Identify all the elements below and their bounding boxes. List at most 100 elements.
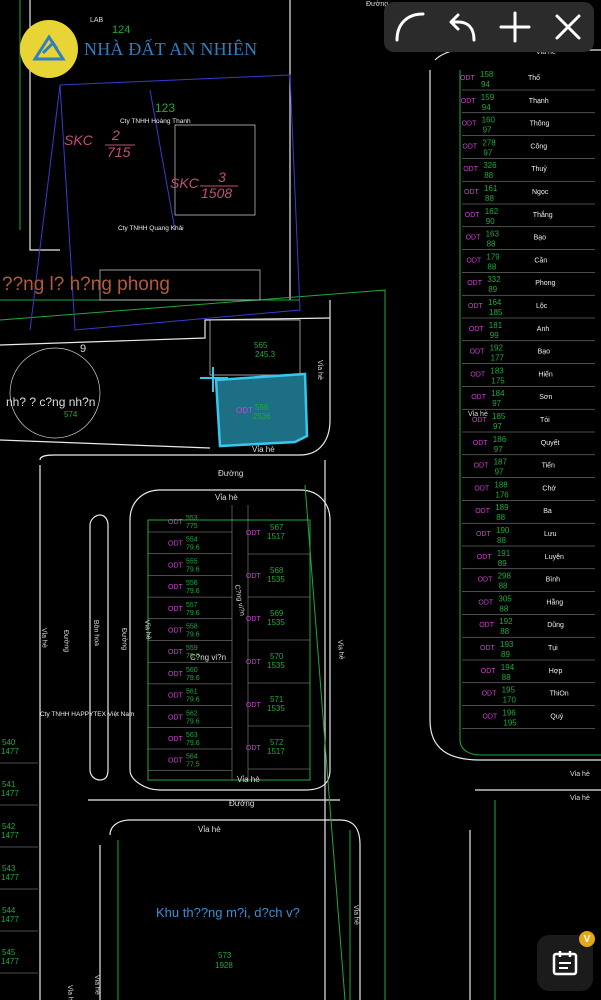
right-lot-num: 305 [498, 594, 512, 603]
right-lot-type: ODT [469, 326, 485, 333]
right-lot-type: ODT [474, 485, 490, 492]
center-left-lot-num: 558 [186, 624, 198, 631]
center-left-lot-type: ODT [168, 628, 184, 635]
center-right-lot-num: 569 [270, 609, 284, 618]
right-lot-num: 326 [483, 161, 497, 170]
right-lot-owner: Bạo [538, 349, 551, 356]
add-button[interactable] [495, 7, 535, 47]
center-right-lot-labels: ODT5671517ODT5681535ODT5691535ODT5701535… [246, 523, 285, 756]
center-left-lot-num: 554 [186, 537, 198, 544]
label-lot-565: 565 [254, 341, 268, 350]
right-lot-owner: Chớ [542, 485, 556, 492]
right-lot-owner: Tỏi [540, 416, 550, 424]
label-via-he-5: Vỉa hè [570, 770, 590, 778]
center-left-lot-type: ODT [168, 693, 184, 700]
label-company-hoang-thanh: Cty TNHH Hoàng Thanh [120, 118, 191, 125]
left-lot-num: 543 [2, 864, 16, 873]
close-button[interactable] [548, 7, 588, 47]
center-right-lot-type: ODT [246, 745, 262, 752]
right-lot-area: 175 [491, 376, 505, 385]
label-company-quang-khai: Cty TNHH Quang Khải [118, 225, 184, 232]
brand-name: NHÀ ĐẤT AN NHIÊN [84, 38, 258, 59]
label-skc-left-num: 2 [111, 127, 120, 143]
right-lot-area: 176 [495, 490, 509, 499]
label-vertical-via-he-5: Vỉa hè [352, 905, 361, 925]
center-left-lot-type: ODT [168, 758, 184, 765]
right-lot-num: 186 [493, 435, 507, 444]
right-lot-num: 158 [480, 70, 494, 79]
highlighted-parcel-566[interactable] [214, 372, 309, 448]
right-lot-owner: Thạnh [529, 98, 549, 105]
right-lot-owner: Cần [534, 255, 547, 264]
label-lot-566-area: 2536 [253, 412, 271, 421]
label-zone-num: 574 [64, 410, 78, 419]
curve-tool-icon [395, 12, 425, 42]
right-lot-num: 188 [494, 480, 508, 489]
center-left-lot-type: ODT [168, 671, 184, 678]
center-right-lot-type: ODT [246, 616, 262, 623]
right-lot-area: 185 [489, 308, 503, 317]
right-lot-area: 89 [498, 559, 507, 568]
right-lot-num: 194 [501, 663, 515, 672]
label-company-happytex: Cty TNHH HAPPYTEX Việt Nam [40, 711, 134, 718]
right-lot-area: 88 [500, 627, 509, 636]
center-left-lot-labels: ODT553775ODT55479.6ODT55579.6ODT55679.6O… [168, 515, 200, 769]
right-lot-area: 88 [499, 604, 508, 613]
left-lot-area: 1477 [1, 831, 19, 840]
right-lot-type: ODT [473, 440, 489, 447]
right-lot-area: 97 [483, 148, 492, 157]
left-lot-area: 1477 [1, 873, 19, 882]
center-left-lot-area: 79.6 [186, 610, 200, 617]
right-lot-area: 88 [487, 262, 496, 271]
right-lot-area: 90 [486, 217, 495, 226]
brand-logo: NHÀ ĐẤT AN NHIÊN [20, 20, 257, 78]
right-lot-owner: Hằng [546, 597, 563, 606]
right-lot-num: 190 [496, 526, 510, 535]
right-lot-owner: Thố [528, 73, 540, 82]
left-lot-num: 545 [2, 948, 16, 957]
left-lot-area: 1477 [1, 915, 19, 924]
right-lot-type: ODT [468, 303, 484, 310]
label-skc-right-num: 3 [218, 169, 226, 185]
undo-button[interactable] [443, 7, 483, 47]
center-left-lot-num: 563 [186, 732, 198, 739]
notes-fab-button[interactable]: V [537, 931, 595, 991]
center-right-lot-num: 572 [270, 738, 284, 747]
center-left-lot-type: ODT [168, 584, 184, 591]
right-lot-area: 88 [502, 673, 511, 682]
right-lot-num: 161 [484, 184, 498, 193]
right-lot-type: ODT [461, 98, 477, 105]
center-right-lot-area: 1535 [267, 618, 285, 627]
label-skc-left: SKC [64, 132, 94, 148]
fab-badge: V [579, 931, 595, 947]
right-lot-num: 179 [486, 252, 500, 261]
label-duong-2: Đường [229, 799, 254, 808]
curve-tool-button[interactable] [390, 7, 430, 47]
label-commercial-num: 573 [218, 951, 232, 960]
center-right-lot-num: 567 [270, 523, 284, 532]
center-left-lot-num: 561 [186, 689, 198, 696]
label-skc-right: SKC [170, 175, 200, 191]
plus-icon [499, 11, 531, 43]
right-lot-owner: Công [530, 143, 547, 150]
label-vertical-via-he-4: Vỉa hè [40, 628, 49, 648]
label-via-he-3: Vỉa hè [237, 775, 260, 784]
lot-outlines-top [9, 124, 301, 439]
right-lot-num: 185 [492, 412, 506, 421]
label-top-road: Đường [366, 1, 388, 8]
right-lot-owner: Lộc [536, 303, 548, 310]
center-left-lot-type: ODT [168, 606, 184, 613]
left-lot-num: 541 [2, 780, 16, 789]
label-zone: nh? ? c?ng nh?n [6, 395, 95, 409]
center-left-lot-area: 79.6 [186, 740, 200, 747]
right-lot-area: 99 [490, 331, 499, 340]
right-lot-type: ODT [463, 166, 479, 173]
right-lot-area: 94 [482, 103, 491, 112]
left-lot-lines [0, 762, 38, 974]
label-via-he-2: Vỉa hè [215, 493, 238, 502]
right-lot-area: 88 [499, 582, 508, 591]
center-left-lot-type: ODT [168, 562, 184, 569]
